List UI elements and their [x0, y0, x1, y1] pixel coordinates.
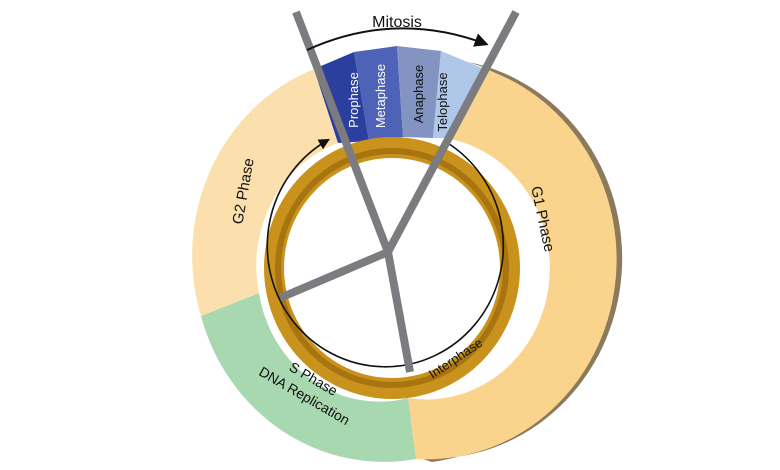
stage-anaphase — [397, 46, 441, 138]
mitosis-label: Mitosis — [372, 14, 422, 31]
mitosis-arrow — [306, 27, 489, 51]
stage-prophase — [314, 52, 369, 143]
anaphase-label: Anaphase — [411, 65, 426, 124]
prophase-label: Prophase — [346, 72, 361, 128]
g2-phase-segment — [192, 69, 338, 316]
metaphase-label: Metaphase — [373, 64, 388, 128]
s-phase-segment — [201, 293, 416, 462]
telophase-label: Telophase — [435, 72, 450, 131]
stage-metaphase — [354, 46, 403, 141]
stage-telophase — [433, 51, 482, 138]
interphase-arrow — [266, 138, 505, 368]
inner-ring-groove — [275, 148, 509, 388]
spindle-dividers — [278, 10, 520, 373]
g1-phase-segment — [408, 68, 617, 460]
mitosis-stages — [314, 46, 482, 143]
